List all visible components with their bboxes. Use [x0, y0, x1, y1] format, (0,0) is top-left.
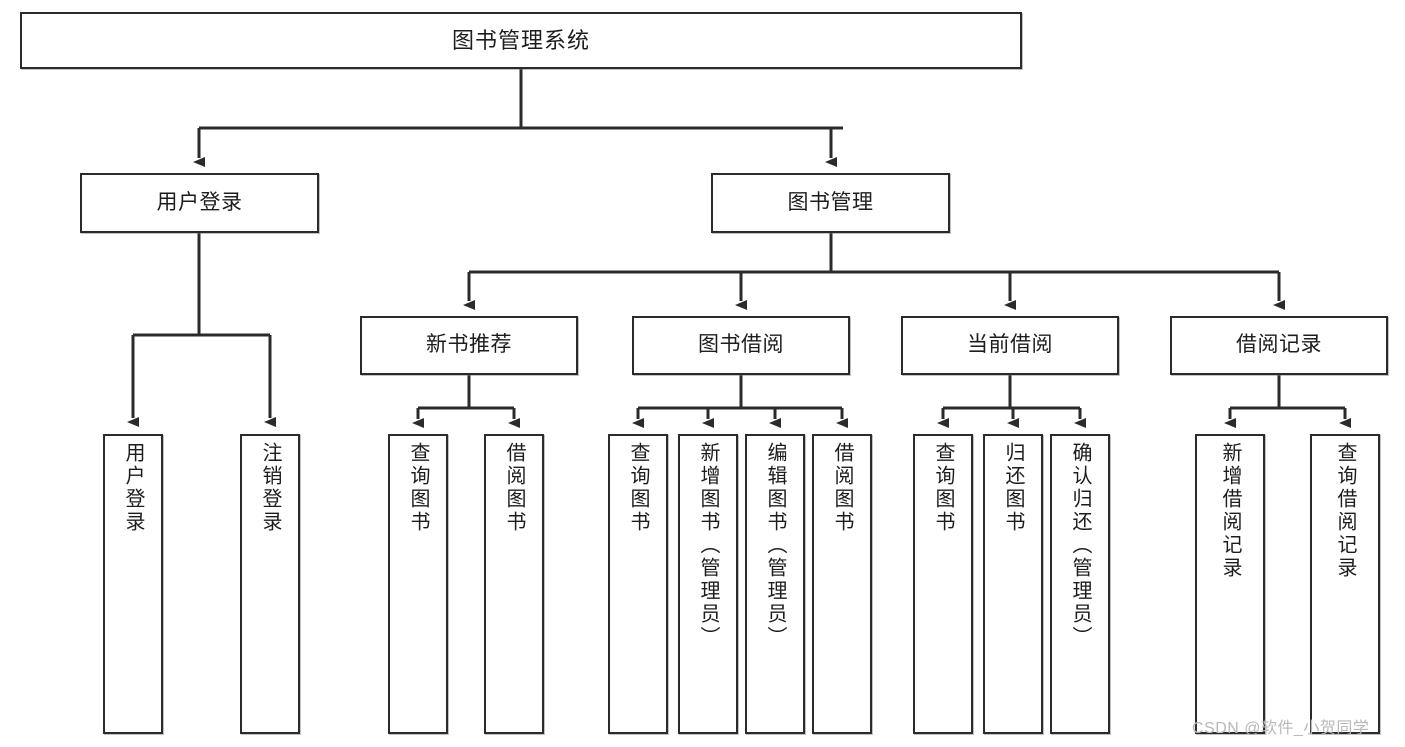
leaf-label: 注销登录 [259, 442, 281, 534]
leaf-label: 归还图书 [1002, 442, 1024, 534]
leaf-label: 查询图书 [932, 442, 954, 534]
leaf-label: 查询图书 [407, 442, 429, 534]
node-new-book-recommend[interactable]: 新书推荐 [360, 316, 578, 375]
node-current-borrow-label: 当前借阅 [967, 333, 1053, 357]
node-book-management-label: 图书管理 [787, 190, 874, 214]
leaf-label: 编辑图书（管理员） [764, 442, 786, 649]
leaf-add-book-admin[interactable]: 新增图书（管理员） [678, 434, 738, 734]
leaf-edit-book-admin[interactable]: 编辑图书（管理员） [745, 434, 805, 734]
leaf-query-book-current[interactable]: 查询图书 [913, 434, 973, 734]
node-book-borrow[interactable]: 图书借阅 [632, 316, 850, 375]
leaf-query-borrow-record[interactable]: 查询借阅记录 [1310, 434, 1380, 734]
leaf-label: 确认归还（管理员） [1069, 442, 1091, 649]
leaf-user-login[interactable]: 用户登录 [103, 434, 163, 734]
node-book-management[interactable]: 图书管理 [711, 173, 950, 233]
leaf-confirm-return-admin[interactable]: 确认归还（管理员） [1050, 434, 1110, 734]
node-user-login-label: 用户登录 [156, 190, 243, 214]
leaf-return-book[interactable]: 归还图书 [983, 434, 1043, 734]
leaf-borrow-book[interactable]: 借阅图书 [812, 434, 872, 734]
csdn-watermark: CSDN @软件_小贺同学 [1192, 720, 1370, 737]
node-root[interactable]: 图书管理系统 [20, 12, 1022, 69]
leaf-label: 查询图书 [627, 442, 649, 534]
leaf-borrow-book-recommend[interactable]: 借阅图书 [484, 434, 544, 734]
leaf-label: 借阅图书 [503, 442, 525, 534]
leaf-query-book-recommend[interactable]: 查询图书 [388, 434, 448, 734]
leaf-label: 新增借阅记录 [1219, 442, 1241, 580]
leaf-user-logout[interactable]: 注销登录 [240, 434, 300, 734]
leaf-add-borrow-record[interactable]: 新增借阅记录 [1195, 434, 1265, 734]
node-root-label: 图书管理系统 [451, 27, 590, 53]
node-user-login[interactable]: 用户登录 [80, 173, 319, 233]
leaf-label: 借阅图书 [831, 442, 853, 534]
leaf-label: 新增图书（管理员） [697, 442, 719, 649]
leaf-label: 查询借阅记录 [1334, 442, 1356, 580]
node-new-book-recommend-label: 新书推荐 [426, 333, 512, 357]
leaf-label: 用户登录 [122, 442, 144, 534]
node-book-borrow-label: 图书借阅 [698, 333, 784, 357]
node-current-borrow[interactable]: 当前借阅 [901, 316, 1119, 375]
node-borrow-record[interactable]: 借阅记录 [1170, 316, 1388, 375]
node-borrow-record-label: 借阅记录 [1236, 333, 1322, 357]
leaf-query-book-borrow[interactable]: 查询图书 [608, 434, 668, 734]
